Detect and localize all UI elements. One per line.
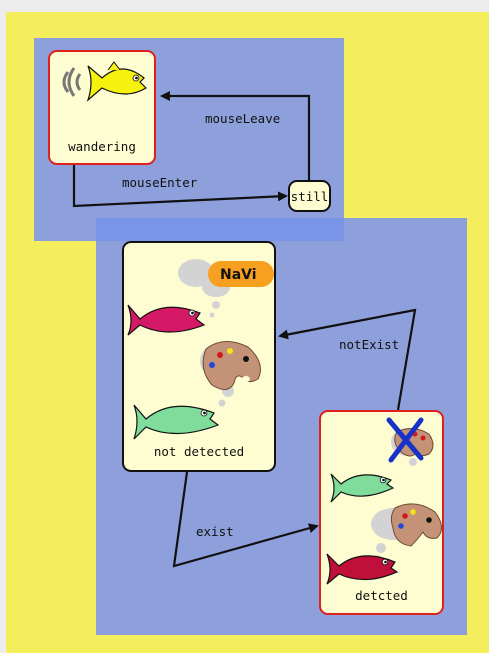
state-not-detected[interactable]: NaVi not detected <box>122 241 276 472</box>
palette-icon <box>390 503 442 547</box>
transition-label-not-exist: notExist <box>339 337 400 352</box>
yellow-fish-icon <box>62 61 147 102</box>
state-wandering[interactable]: wandering <box>48 50 156 165</box>
transition-label-mouse-enter: mouseEnter <box>122 175 198 190</box>
green-fish-icon <box>133 404 220 440</box>
state-label-wandering: wandering <box>68 139 136 154</box>
arrow-mouse-enter <box>72 165 288 208</box>
state-label-not-detected: not detected <box>153 444 245 459</box>
state-still[interactable]: still <box>288 180 331 212</box>
state-detected[interactable]: detcted <box>319 410 444 615</box>
arrow-exist <box>172 471 319 568</box>
palette-icon <box>202 341 261 390</box>
arrow-not-exist <box>278 308 417 411</box>
transition-label-exist: exist <box>196 524 234 539</box>
arrow-mouse-leave <box>160 91 311 180</box>
detected-illustration <box>326 417 442 585</box>
state-label-still: still <box>290 189 329 204</box>
green-fish-icon <box>330 473 395 503</box>
navi-logo-icon: NaVi <box>208 261 274 287</box>
state-label-detected: detcted <box>355 588 408 603</box>
panel-overlap-strip <box>96 218 344 241</box>
navi-logo-text: NaVi <box>220 267 257 283</box>
crimson-fish-icon <box>326 553 399 585</box>
transition-label-mouse-leave: mouseLeave <box>205 111 281 126</box>
cross-icon <box>386 417 424 463</box>
pink-fish-icon <box>127 304 206 336</box>
not-detected-illustration: NaVi <box>127 259 274 440</box>
